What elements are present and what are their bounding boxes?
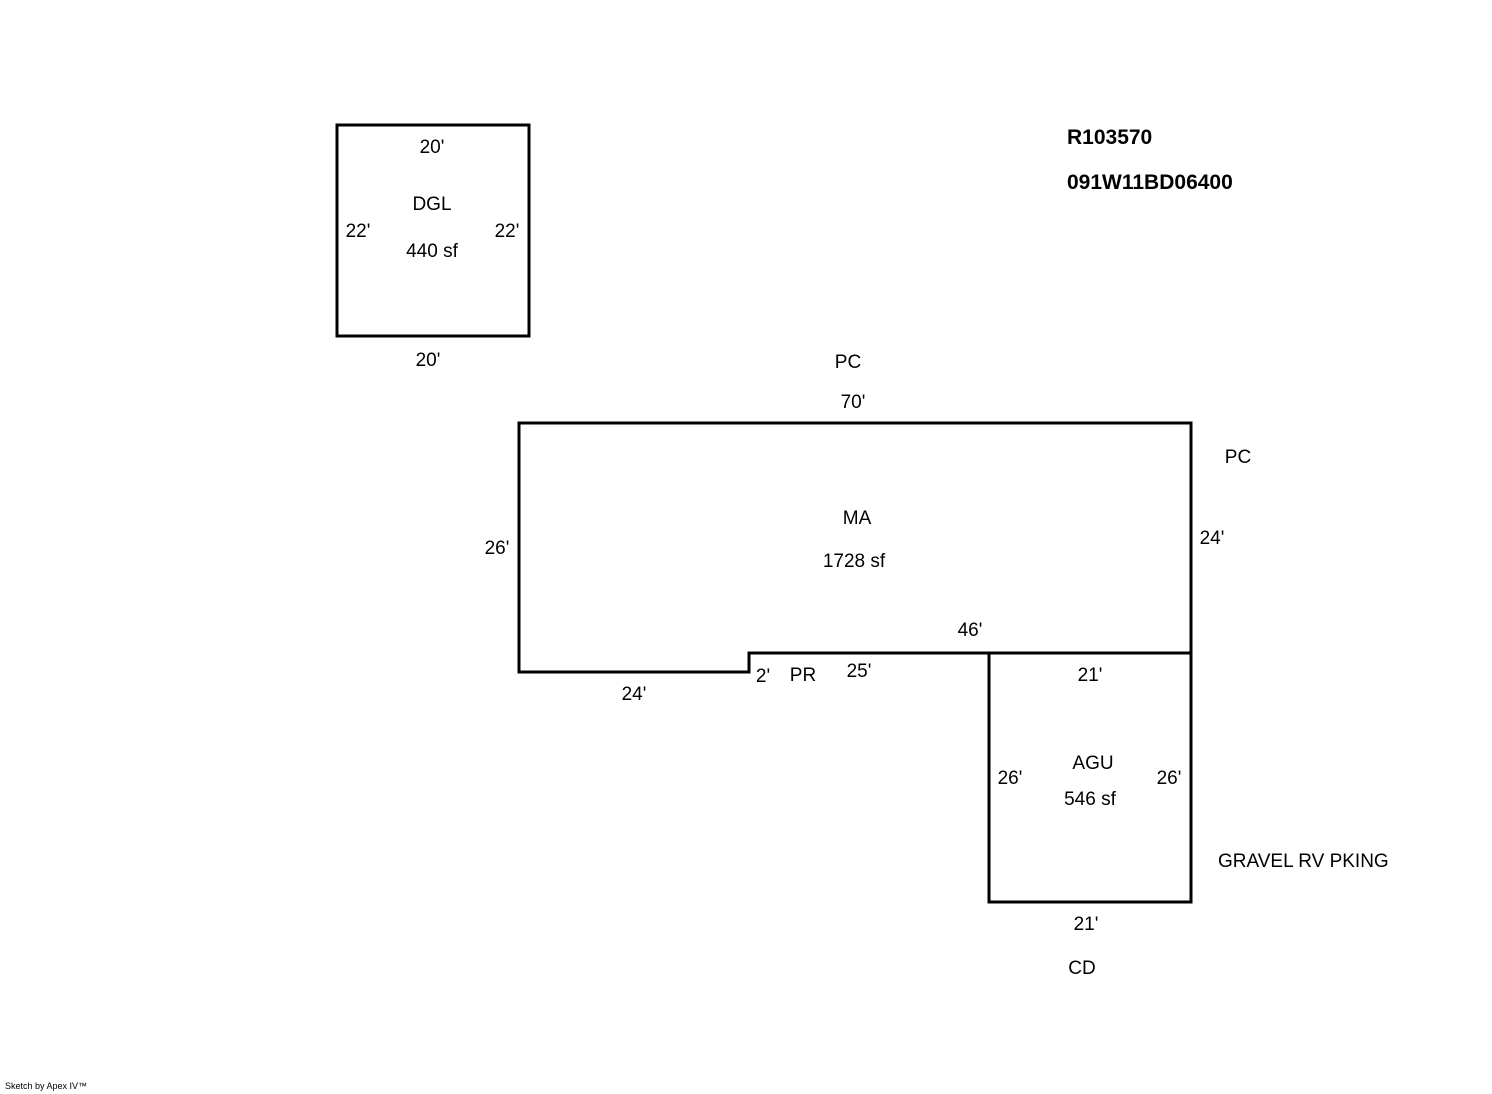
agu-left-dimension: 26' (997, 768, 1023, 789)
porch-dimension: 25' (846, 661, 872, 682)
dgl-top-dimension: 20' (419, 137, 445, 158)
ma-step-dimension: 2' (755, 666, 771, 687)
porch-label: PR (789, 665, 817, 686)
agu-bottom-label: CD (1068, 958, 1096, 979)
sketch-credit: Sketch by Apex IV™ (5, 1081, 88, 1091)
gravel-note: GRAVEL RV PKING (1218, 851, 1389, 872)
ma-outline (517, 421, 1193, 674)
agu-code: AGU (1072, 753, 1114, 774)
dgl-area: 440 sf (406, 241, 458, 262)
dgl-right-dimension: 22' (494, 221, 520, 242)
ma-left-dimension: 26' (484, 538, 510, 559)
ma-code: MA (842, 508, 872, 529)
dgl-left-dimension: 22' (345, 221, 371, 242)
agu-area: 546 sf (1064, 789, 1116, 810)
ma-bottom-left-dimension: 24' (621, 684, 647, 705)
ma-right-label: PC (1224, 447, 1252, 468)
agu-bottom-dimension: 21' (1073, 914, 1099, 935)
ma-top-dimension: 70' (840, 392, 866, 413)
ma-inner-dimension: 46' (957, 620, 983, 641)
map-tax-lot: 091W11BD06400 (1067, 171, 1233, 194)
agu-outline (987, 651, 1193, 904)
dgl-bottom-dimension: 20' (415, 350, 441, 371)
ma-area: 1728 sf (822, 551, 886, 572)
agu-right-dimension: 26' (1156, 768, 1182, 789)
agu-top-dimension: 21' (1077, 665, 1103, 686)
account-number: R103570 (1067, 126, 1153, 149)
ma-right-dimension: 24' (1199, 528, 1225, 549)
ma-top-label: PC (834, 352, 862, 373)
dgl-code: DGL (412, 194, 452, 215)
dgl-outline (335, 123, 531, 338)
